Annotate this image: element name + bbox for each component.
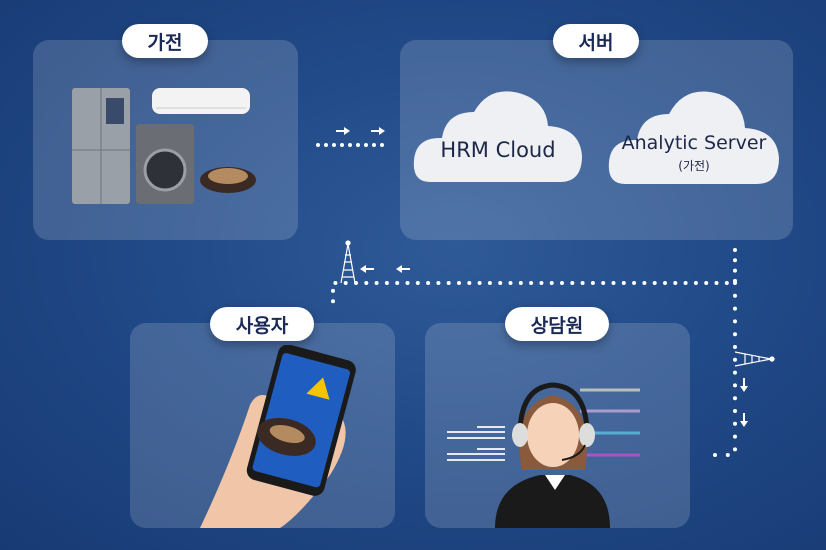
refrigerator-icon — [72, 88, 130, 204]
analytic-server-subtitle: (가전) — [678, 159, 710, 173]
appliances-illustration — [72, 88, 256, 204]
analytic-server-cloud: Analytic Server (가전) — [605, 82, 783, 188]
agent-label: 상담원 — [505, 307, 609, 341]
hrm-cloud: HRM Cloud — [410, 82, 586, 186]
warning-icon — [306, 377, 330, 400]
speed-lines-icon — [447, 426, 505, 461]
analytic-server-title: Analytic Server — [621, 132, 767, 154]
antenna-icon — [734, 351, 775, 367]
server-to-agent-line — [705, 281, 737, 457]
server-to-user-line — [331, 248, 737, 307]
cloud-icon — [608, 91, 779, 184]
arrow-down-icon — [740, 378, 748, 392]
washing-machine-icon — [136, 124, 194, 204]
server-label: 서버 — [553, 24, 639, 58]
arrow-left-icon — [360, 265, 374, 273]
antenna-icon — [340, 240, 356, 284]
cloud-icon — [413, 91, 582, 182]
arrow-left-icon — [396, 265, 410, 273]
arrow-right-icon — [371, 127, 385, 135]
appliances-label: 가전 — [122, 24, 208, 58]
headset-icon — [517, 382, 590, 431]
air-conditioner-icon — [152, 88, 250, 114]
hrm-cloud-title: HRM Cloud — [440, 138, 556, 162]
robot-vacuum-icon — [200, 167, 256, 193]
smartphone-hand-illustration — [200, 345, 356, 528]
arrow-right-icon — [336, 127, 350, 135]
call-agent-illustration — [447, 382, 640, 528]
arrow-down-icon — [740, 413, 748, 427]
user-label: 사용자 — [210, 307, 314, 341]
